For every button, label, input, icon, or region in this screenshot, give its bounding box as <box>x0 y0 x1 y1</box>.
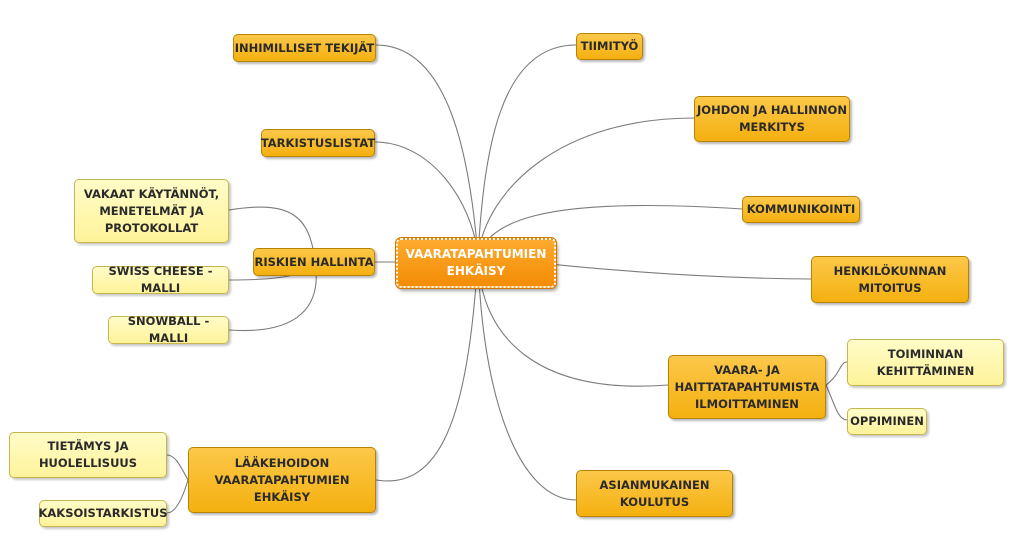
central-topic[interactable]: VAARATAPAHTUMIEN EHKÄISY <box>395 237 557 289</box>
topic-kommunikointi[interactable]: KOMMUNIKOINTI <box>742 196 860 223</box>
topic-laakehoidon-vaaratapahtumien-ehkaisy[interactable]: LÄÄKEHOIDON VAARATAPAHTUMIEN EHKÄISY <box>188 447 376 513</box>
link-johdon <box>477 117 695 257</box>
topic-tiimityo[interactable]: TIIMITYÖ <box>576 33 643 60</box>
link-tarkistuslistat <box>374 141 479 257</box>
topic-inhimilliset-tekijat[interactable]: INHIMILLISET TEKIJÄT <box>233 34 376 62</box>
topic-asianmukainen-koulutus[interactable]: ASIANMUKAINEN KOULUTUS <box>576 470 733 517</box>
link-kaksois <box>166 479 189 514</box>
link-snowball <box>228 261 317 332</box>
topic-johdon-ja-hallinnon-merkitys[interactable]: JOHDON JA HALLINNON MERKITYS <box>694 96 850 142</box>
topic-tarkistuslistat[interactable]: TARKISTUSLISTAT <box>261 129 375 157</box>
topic-henkilokunnan-mitoitus[interactable]: HENKILÖKUNNAN MITOITUS <box>811 256 969 303</box>
subtopic-toiminnan-kehittaminen[interactable]: TOIMINNAN KEHITTÄMINEN <box>847 339 1004 386</box>
subtopic-kaksoistarkistus[interactable]: KAKSOISTARKISTUS <box>39 500 168 527</box>
link-inhimilliset <box>375 44 479 257</box>
subtopic-swiss-cheese-malli[interactable]: SWISS CHEESE -MALLI <box>92 264 229 295</box>
subtopic-tietamys-ja-huolellisuus[interactable]: TIETÄMYS JA HUOLELLISUUS <box>9 432 167 478</box>
link-vakaat <box>228 206 316 263</box>
link-toiminnan <box>825 361 848 386</box>
link-oppiminen <box>825 384 848 421</box>
link-tiimityo <box>477 44 577 257</box>
topic-riskien-hallinta[interactable]: RISKIEN HALLINTA <box>253 248 375 276</box>
subtopic-oppiminen[interactable]: OPPIMINEN <box>847 408 927 435</box>
subtopic-snowball-malli[interactable]: SNOWBALL -MALLI <box>108 314 229 345</box>
link-laakehoidon <box>375 255 479 482</box>
link-koulutus <box>477 255 577 501</box>
link-tietamys <box>166 454 189 481</box>
topic-vaara-ja-haittatapahtumista-ilmoittaminen[interactable]: VAARA- JA HAITTATAPAHTUMISTA ILMOITTAMIN… <box>668 355 826 419</box>
subtopic-vakaat-kaytannot[interactable]: VAKAAT KÄYTÄNNÖT, MENETELMÄT JA PROTOKOL… <box>74 179 229 243</box>
